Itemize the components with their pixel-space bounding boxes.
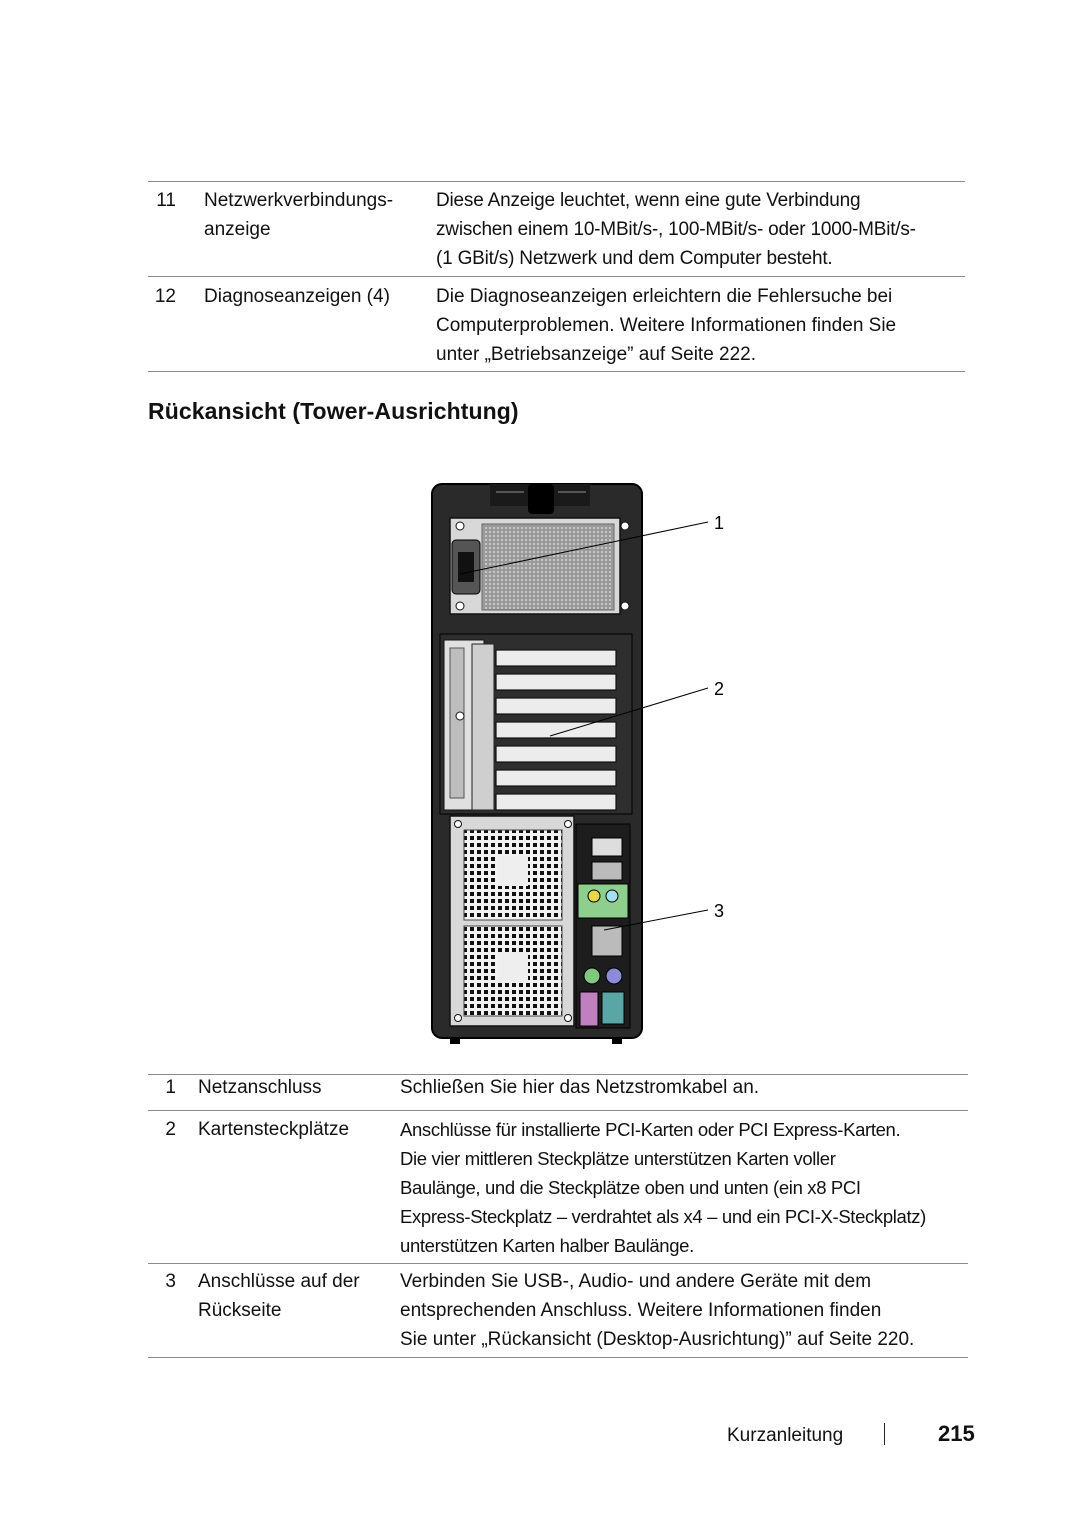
- footer-separator: [884, 1423, 885, 1445]
- usb-ports-bottom: [591, 925, 623, 957]
- card-slots: [495, 649, 617, 811]
- section-heading: Rückansicht (Tower-Ausrichtung): [148, 398, 519, 424]
- row-number: 1: [165, 1077, 176, 1098]
- row-number: 3: [165, 1271, 176, 1292]
- page-number: 215: [938, 1421, 975, 1446]
- row-number: 12: [154, 286, 176, 307]
- handle-grip: [528, 484, 554, 514]
- table-bottom-rule: [148, 1357, 968, 1358]
- callout-3: 3: [714, 901, 724, 921]
- row-label: Netzanschluss: [198, 1077, 322, 1098]
- table-divider: [148, 1263, 968, 1264]
- computer-rear-view-figure: 1 2 3: [431, 483, 724, 1044]
- table-divider: [148, 276, 965, 277]
- ps2-mouse-port: [583, 967, 601, 985]
- usb-ports-top: [591, 861, 623, 881]
- footer-section-title: Kurzanleitung: [727, 1425, 844, 1446]
- table-bottom-rule: [148, 371, 965, 372]
- callout-line-1: [459, 521, 709, 575]
- callout-line-2: [549, 687, 709, 737]
- row-description: Die Diagnoseanzeigen erleichtern die Feh…: [436, 286, 897, 365]
- row-description: Schließen Sie hier das Netzstromkabel an…: [400, 1077, 760, 1098]
- row-label: Kartensteckplätze: [198, 1119, 350, 1140]
- callout-1: 1: [714, 513, 724, 533]
- ethernet-port: [591, 837, 623, 857]
- audio-ports: [577, 883, 629, 919]
- ps2-keyboard-port: [605, 967, 623, 985]
- serial-port: [601, 991, 625, 1025]
- row-number: 2: [165, 1119, 176, 1140]
- row-label: Netzwerkverbindungs- anzeige: [204, 190, 394, 240]
- row-number: 11: [156, 190, 176, 211]
- parallel-port: [579, 991, 599, 1027]
- row-description: Verbinden Sie USB-, Audio- und andere Ge…: [400, 1271, 915, 1350]
- row-description: Diese Anzeige leuchtet, wenn eine gute V…: [436, 190, 916, 269]
- row-label: Diagnoseanzeigen (4): [204, 286, 390, 307]
- callout-line-3: [603, 909, 709, 931]
- psu-vent: [481, 523, 615, 611]
- table-top-rule: [148, 181, 965, 182]
- callout-2: 2: [714, 679, 724, 699]
- row-description: Anschlüsse für installierte PCI-Karten o…: [400, 1119, 926, 1256]
- row-label: Anschlüsse auf der Rückseite: [198, 1271, 360, 1321]
- table-top-rule: [148, 1074, 968, 1075]
- table-divider: [148, 1110, 968, 1111]
